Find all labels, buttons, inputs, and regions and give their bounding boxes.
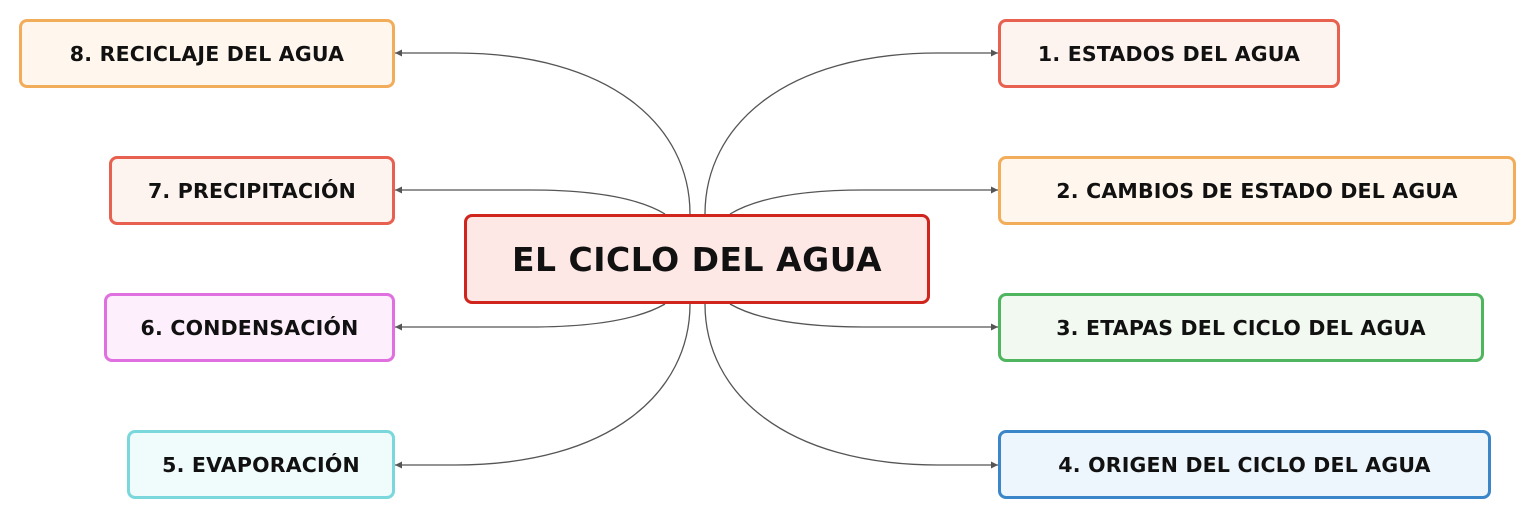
branch-node-evaporacion[interactable]: 5. EVAPORACIÓN [127,430,395,499]
connector-n3 [729,303,998,328]
connector-n8 [395,52,691,215]
branch-label-origen: 4. ORIGEN DEL CICLO DEL AGUA [1058,452,1431,477]
branch-label-cambios: 2. CAMBIOS DE ESTADO DEL AGUA [1056,178,1458,203]
connector-n4 [704,303,998,466]
branch-node-cambios[interactable]: 2. CAMBIOS DE ESTADO DEL AGUA [998,156,1516,225]
branch-node-estados[interactable]: 1. ESTADOS DEL AGUA [998,19,1340,88]
arrowhead-n8 [395,49,402,57]
connector-n1 [704,52,998,215]
arrowhead-n2 [991,186,998,194]
branch-node-origen[interactable]: 4. ORIGEN DEL CICLO DEL AGUA [998,430,1491,499]
connector-n2 [729,189,998,215]
connector-n7 [395,189,666,215]
branch-node-precipitacion[interactable]: 7. PRECIPITACIÓN [109,156,395,225]
arrowhead-n6 [395,323,402,331]
arrowhead-n3 [991,323,998,331]
branch-label-reciclaje: 8. RECICLAJE DEL AGUA [69,41,345,66]
branch-node-etapas[interactable]: 3. ETAPAS DEL CICLO DEL AGUA [998,293,1484,362]
central-topic-label: EL CICLO DEL AGUA [511,239,883,279]
branch-label-etapas: 3. ETAPAS DEL CICLO DEL AGUA [1056,315,1426,340]
arrowhead-n7 [395,186,402,194]
branch-label-condensacion: 6. CONDENSACIÓN [140,315,359,340]
arrowhead-n5 [395,461,402,469]
connector-n6 [395,303,666,328]
branch-label-evaporacion: 5. EVAPORACIÓN [162,452,360,477]
connector-n5 [395,303,691,466]
branch-node-condensacion[interactable]: 6. CONDENSACIÓN [104,293,395,362]
arrowhead-n1 [991,49,998,57]
branch-label-precipitacion: 7. PRECIPITACIÓN [147,178,357,203]
branch-node-reciclaje[interactable]: 8. RECICLAJE DEL AGUA [19,19,395,88]
branch-label-estados: 1. ESTADOS DEL AGUA [1037,41,1301,66]
arrowhead-n4 [991,461,998,469]
central-topic[interactable]: EL CICLO DEL AGUA [464,214,930,304]
